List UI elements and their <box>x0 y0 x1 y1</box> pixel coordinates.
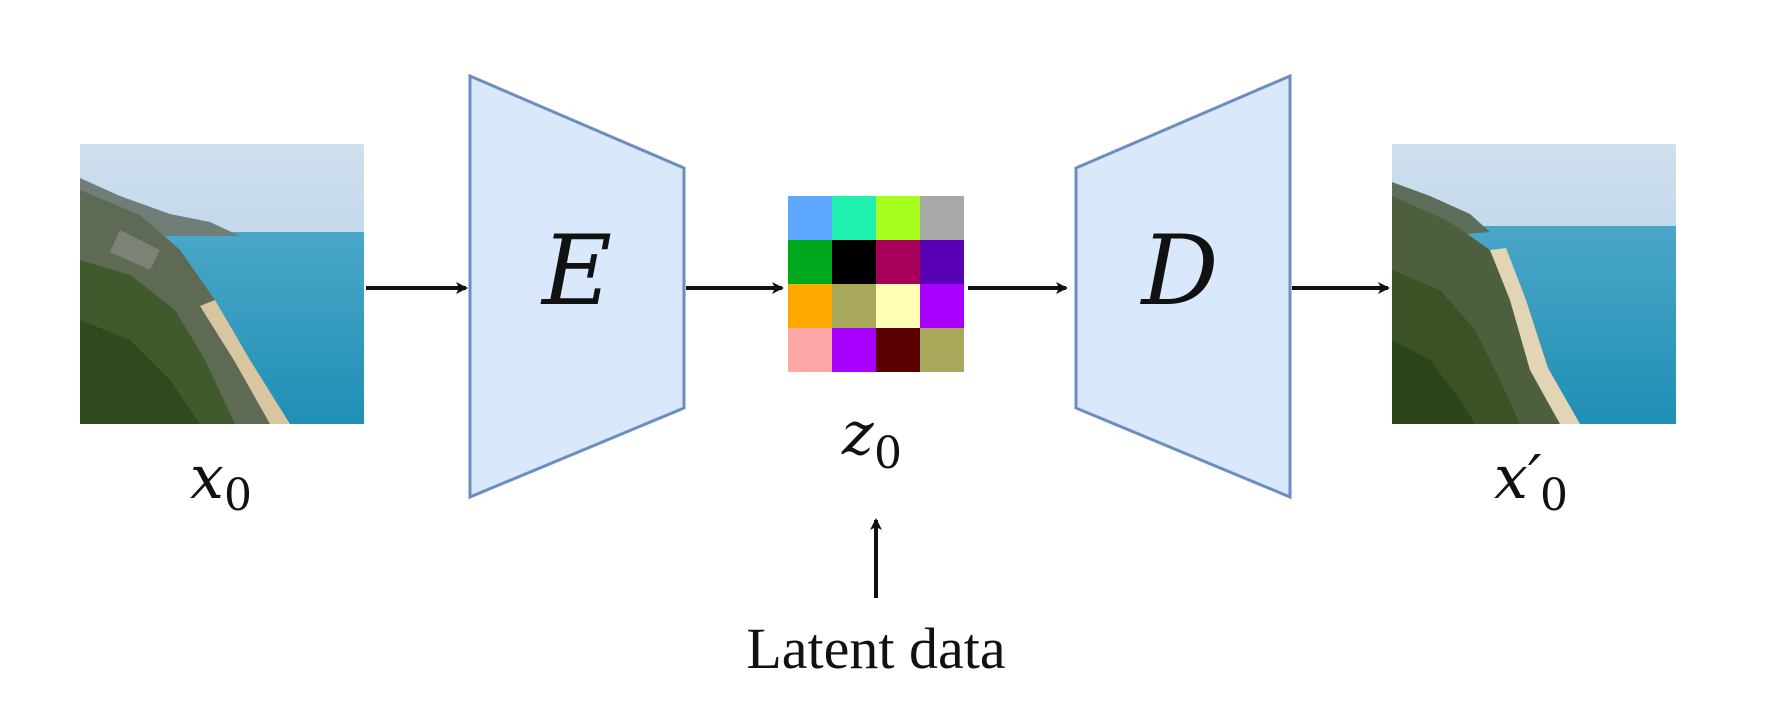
output-image <box>1392 144 1676 424</box>
decoder-block <box>1074 73 1292 500</box>
label-z0: z 0 <box>841 399 902 479</box>
svg-text:0: 0 <box>1540 470 1568 521</box>
encoder-label: E <box>540 215 612 327</box>
input-image <box>80 144 364 424</box>
latent-cell <box>832 196 876 240</box>
latent-cell <box>876 196 920 240</box>
latent-cell <box>788 196 832 240</box>
latent-cell <box>920 284 964 328</box>
latent-cell <box>832 284 876 328</box>
svg-text:x′: x′ <box>1494 443 1542 513</box>
svg-text:0: 0 <box>874 428 902 479</box>
latent-caption: Latent data <box>746 616 1005 681</box>
decoder-label: D <box>1140 215 1219 327</box>
latent-cell <box>788 328 832 372</box>
latent-cell <box>832 328 876 372</box>
label-x-prime-0: x′ 0 <box>1494 443 1568 521</box>
latent-cell <box>788 284 832 328</box>
latent-cell <box>788 240 832 284</box>
latent-grid <box>788 196 964 372</box>
svg-text:0: 0 <box>224 470 252 521</box>
svg-text:x: x <box>190 443 224 513</box>
label-x0: x 0 <box>190 443 252 521</box>
latent-cell <box>876 284 920 328</box>
latent-cell <box>832 240 876 284</box>
encoder-block <box>468 73 686 500</box>
svg-text:z: z <box>841 399 874 469</box>
latent-cell <box>920 196 964 240</box>
latent-cell <box>920 328 964 372</box>
latent-cell <box>876 328 920 372</box>
latent-cell <box>920 240 964 284</box>
latent-cell <box>876 240 920 284</box>
